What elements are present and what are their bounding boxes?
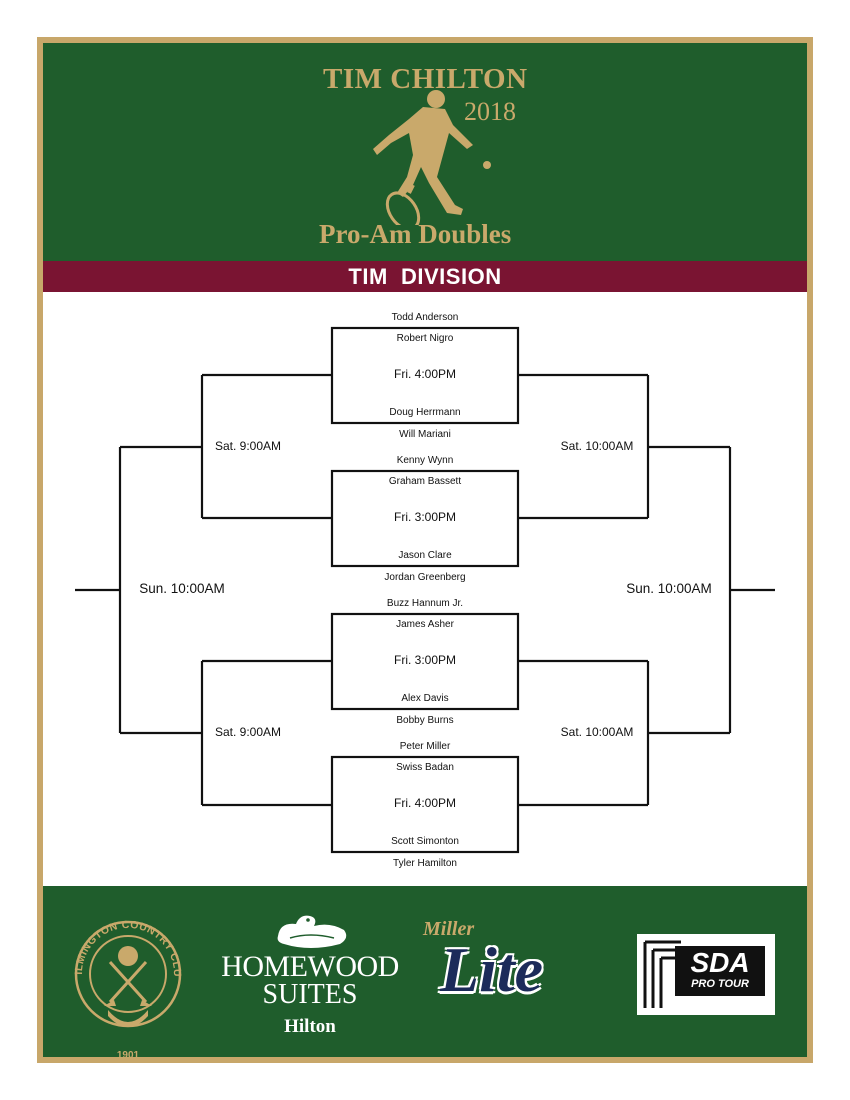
player-label: Scott Simonton xyxy=(391,836,459,847)
player-label: James Asher xyxy=(396,619,454,630)
sda-subtitle: PRO TOUR xyxy=(691,978,749,990)
sda-name: SDA xyxy=(690,947,750,978)
duck-icon xyxy=(277,915,347,948)
round2-time-left-top: Sat. 9:00AM xyxy=(214,439,282,453)
racquet-player-logo xyxy=(373,90,491,225)
country-club-logo: WILMINGTON COUNTRY CLUB 1901 xyxy=(68,910,183,1060)
player-label: Robert Nigro xyxy=(396,333,454,344)
player-label: Buzz Hannum Jr. xyxy=(386,598,464,609)
player-label: Peter Miller xyxy=(399,741,451,752)
player-label: Jordan Greenberg xyxy=(384,572,466,583)
event-title: Pro-Am Doubles xyxy=(319,219,512,249)
player-label: Doug Herrmann xyxy=(389,407,461,418)
court-lines-icon xyxy=(643,940,681,1008)
lite-logo: Lite xyxy=(440,934,544,1005)
homewood-logo-line2: SUITES xyxy=(262,979,358,1010)
player-label: Bobby Burns xyxy=(396,715,454,726)
homewood-logo-line1: HOMEWOOD xyxy=(221,950,399,983)
miller-logo: Miller xyxy=(423,918,475,940)
tournament-name: TIM CHILTON xyxy=(323,63,528,95)
player-label: Todd Anderson xyxy=(391,312,459,323)
match-time: Fri. 3:00PM xyxy=(393,653,457,667)
sda-badge: SDA PRO TOUR xyxy=(675,946,765,996)
round2-time-right-bottom: Sat. 10:00AM xyxy=(560,725,634,739)
header-banner: TIM CHILTON 2018 Pro-Am Doubles xyxy=(43,43,807,261)
final-time-right: Sun. 10:00AM xyxy=(626,581,712,596)
tournament-year: 2018 xyxy=(464,97,516,126)
final-time-left: Sun. 10:00AM xyxy=(139,581,225,596)
player-label: Swiss Badan xyxy=(396,762,454,773)
division-title: TIM DIVISION xyxy=(348,264,502,289)
player-label: Kenny Wynn xyxy=(396,455,454,466)
match-time: Fri. 4:00PM xyxy=(393,367,457,381)
hilton-label: Hilton xyxy=(284,1016,336,1037)
sda-logo: SDA PRO TOUR xyxy=(637,934,775,1015)
match-time: Fri. 4:00PM xyxy=(393,796,457,810)
player-label: Alex Davis xyxy=(401,693,449,704)
round2-time-left-bottom: Sat. 9:00AM xyxy=(214,725,282,739)
match-box-4 xyxy=(330,755,520,854)
player-label: Tyler Hamilton xyxy=(393,858,457,869)
match-time: Fri. 3:00PM xyxy=(393,510,457,524)
round2-time-right-top: Sat. 10:00AM xyxy=(560,439,634,453)
division-banner: TIM DIVISION xyxy=(43,261,807,292)
player-label: Will Mariani xyxy=(399,429,451,440)
country-club-year: 1901 xyxy=(117,1050,140,1060)
player-label: Graham Bassett xyxy=(388,476,462,487)
player-label: Jason Clare xyxy=(398,550,452,561)
